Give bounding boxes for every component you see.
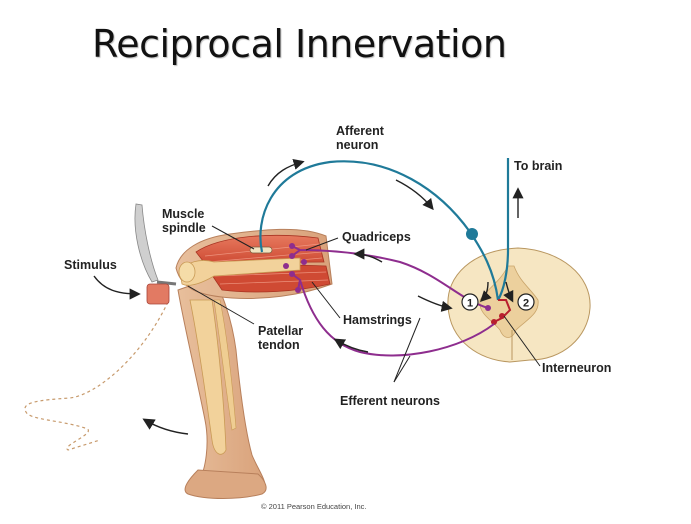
- copyright-notice: © 2011 Pearson Education, Inc.: [261, 502, 367, 511]
- label-patellar-tendon: Patellar tendon: [258, 324, 304, 352]
- kick-arrow: [142, 418, 189, 435]
- tibia-bone: [189, 299, 227, 455]
- marker-1-circle: [461, 293, 479, 311]
- page-title: Reciprocal Innervation: [92, 22, 507, 66]
- fibula-bone: [213, 299, 237, 431]
- label-quadriceps: Quadriceps: [342, 230, 411, 244]
- label-to-brain: To brain: [514, 159, 563, 173]
- label-hamstrings: Hamstrings: [343, 313, 412, 327]
- dorsal-root-ganglion: [466, 228, 478, 240]
- label-stimulus: Stimulus: [64, 258, 117, 272]
- label-afferent-neuron: Afferent neuron: [336, 124, 384, 152]
- marker-1: 1: [467, 298, 473, 310]
- marker-2: 2: [523, 298, 529, 310]
- ascending-tract: [497, 158, 510, 301]
- afferent-neuron-path: [259, 160, 500, 301]
- foot: [184, 469, 267, 499]
- leg-swing-outline: [24, 301, 169, 451]
- motor-end-plates: [283, 243, 491, 311]
- patella: [178, 261, 196, 283]
- label-efferent-neurons: Efferent neurons: [340, 394, 441, 408]
- reflex-hammer-icon: [134, 203, 177, 305]
- marker-2-circle: [517, 293, 535, 311]
- label-interneuron: Interneuron: [542, 361, 612, 375]
- leader-lines: [187, 225, 541, 383]
- signal-direction-arrows: [93, 158, 524, 353]
- label-muscle-spindle: Muscle spindle: [162, 207, 206, 235]
